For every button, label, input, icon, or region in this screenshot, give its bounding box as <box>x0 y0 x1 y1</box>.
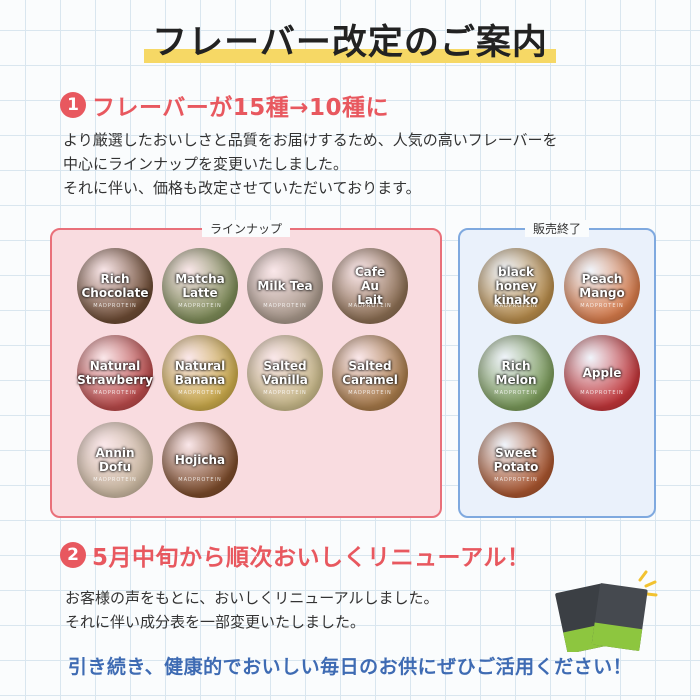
brand-tag: MADPROTEIN <box>178 390 222 396</box>
flavor-name: Apple <box>582 366 622 380</box>
brand-tag: MADPROTEIN <box>178 477 222 483</box>
brand-tag: MADPROTEIN <box>263 390 307 396</box>
brand-tag: MADPROTEIN <box>494 477 538 483</box>
section2-line: それに伴い成分表を一部変更いたしました。 <box>65 613 366 631</box>
brand-tag: MADPROTEIN <box>93 390 137 396</box>
brand-tag: MADPROTEIN <box>580 390 624 396</box>
section2-line: お客様の声をもとに、おいしくリニューアルしました。 <box>65 589 439 607</box>
closing-message: 引き続き、健康的でおいしい毎日のお供にぜひご活用ください！ <box>67 656 633 678</box>
flavor-name: Sweet Potato <box>493 446 539 474</box>
brand-tag: MADPROTEIN <box>348 303 392 309</box>
section1-number-badge: 1 <box>60 92 86 118</box>
brand-tag: MADPROTEIN <box>494 303 538 309</box>
flavor-name: black honey kinako <box>493 265 539 307</box>
flavor-name: Rich Chocolate <box>81 272 149 300</box>
soy-protein-packets-image <box>555 570 658 652</box>
flavor-name: Peach Mango <box>579 272 625 300</box>
section1-body: より厳選したおいしさと品質をお届けするため、人気の高いフレーバーを 中心にライン… <box>63 128 558 200</box>
discontinued-label: 販売終了 <box>524 220 590 237</box>
flavor-name: Salted Vanilla <box>262 359 308 387</box>
lineup-label: ラインナップ <box>201 220 291 237</box>
brand-tag: MADPROTEIN <box>263 303 307 309</box>
section1-line: より厳選したおいしさと品質をお届けするため、人気の高いフレーバーを <box>63 131 558 149</box>
brand-tag: MADPROTEIN <box>348 390 392 396</box>
section1-line: それに伴い、価格も改定させていただいております。 <box>63 179 421 197</box>
section1-heading: 1 フレーバーが15種→10種に <box>60 88 389 122</box>
flavor-name: Natural Banana <box>174 359 226 387</box>
flavor-name: Natural Strawberry <box>77 359 153 387</box>
section2-body: お客様の声をもとに、おいしくリニューアルしました。 それに伴い成分表を一部変更い… <box>65 586 439 634</box>
flavor-name: Annin Dofu <box>95 446 135 474</box>
flavor-name: Cafe Au Lait <box>354 265 386 307</box>
flavor-name: Milk Tea <box>257 279 313 293</box>
brand-tag: MADPROTEIN <box>93 477 137 483</box>
sparkle-icon <box>638 570 658 597</box>
section2-heading: 2 5月中旬から順次おいしくリニューアル！ <box>60 538 530 572</box>
brand-tag: MADPROTEIN <box>580 303 624 309</box>
brand-tag: MADPROTEIN <box>178 303 222 309</box>
section1-line: 中心にラインナップを変更いたしました。 <box>63 155 349 173</box>
flavor-name: Salted Caramel <box>342 359 398 387</box>
flavor-name: Matcha Latte <box>175 272 225 300</box>
section2-title: 5月中旬から順次おいしくリニューアル！ <box>92 545 531 571</box>
page-title: フレーバー改定のご案内 <box>144 14 556 65</box>
flavor-name: Hojicha <box>174 453 226 467</box>
section2-number-badge: 2 <box>60 542 86 568</box>
brand-tag: MADPROTEIN <box>93 303 137 309</box>
brand-tag: MADPROTEIN <box>494 390 538 396</box>
title-wrap: フレーバー改定のご案内 <box>0 14 700 65</box>
flavor-name: Rich Melon <box>495 359 537 387</box>
section1-title: フレーバーが15種→10種に <box>92 95 390 121</box>
